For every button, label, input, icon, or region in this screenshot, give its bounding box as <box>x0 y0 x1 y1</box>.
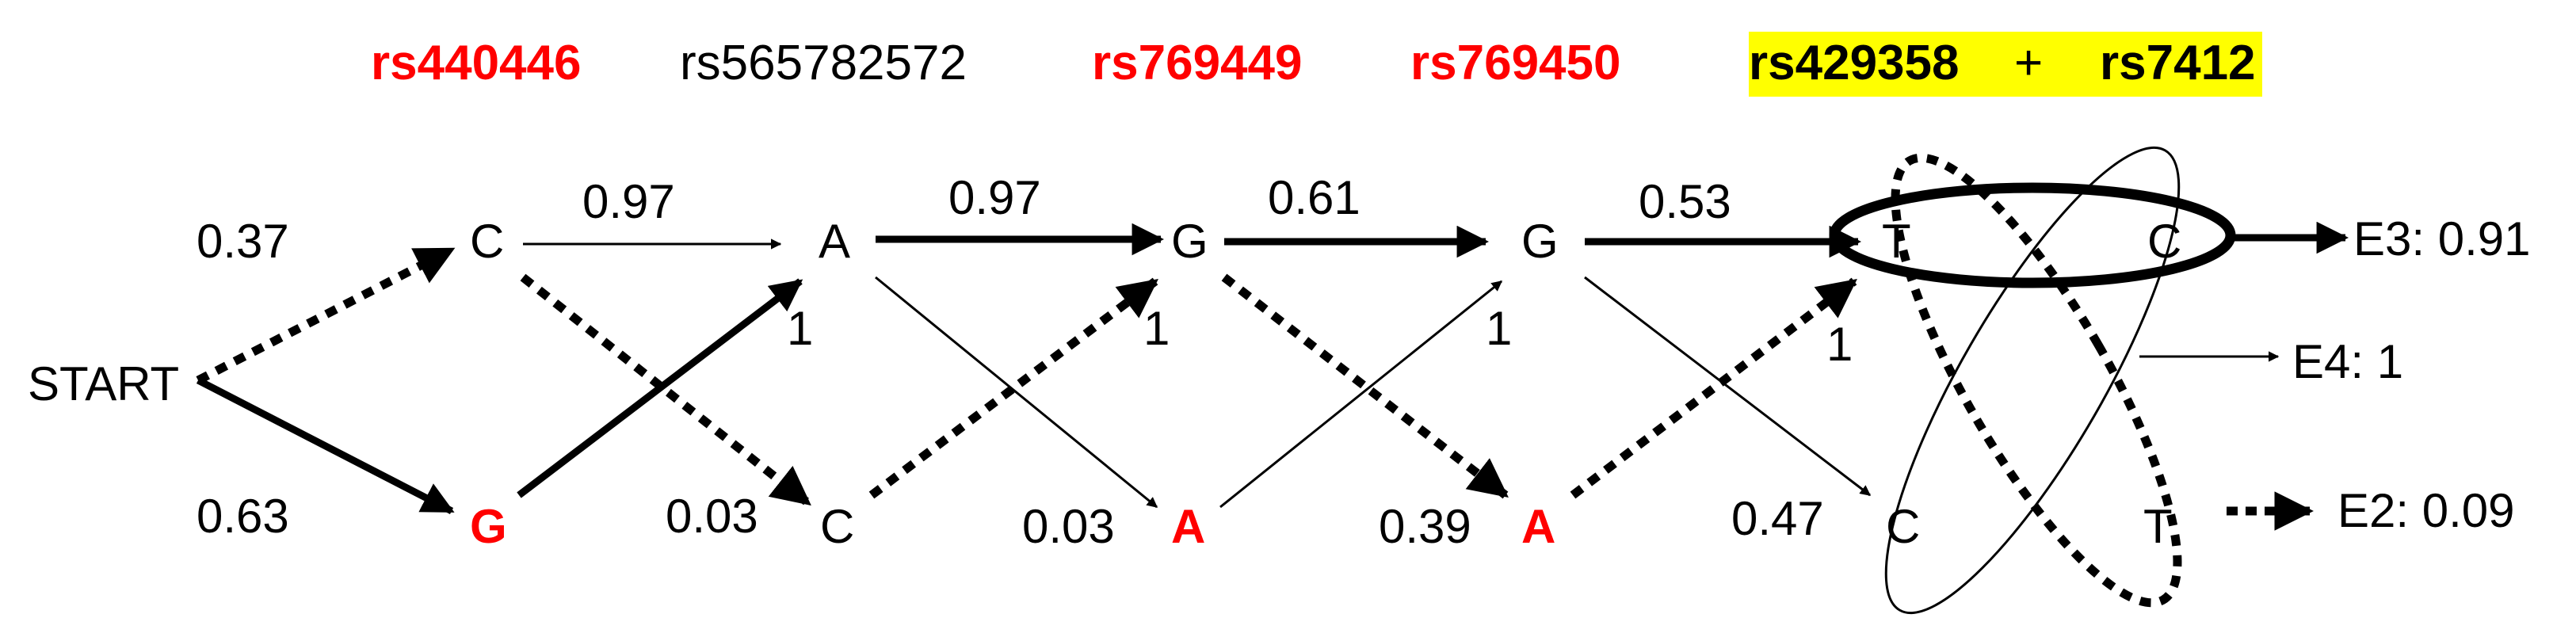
snp-rs565782572: rs565782572 <box>680 36 967 90</box>
prob-g-a: 1 <box>787 302 813 355</box>
edge-g-c <box>1584 276 1872 497</box>
prob-a-t: 1 <box>1826 318 1853 371</box>
prob-a-a: 0.03 <box>1022 500 1115 553</box>
prob-a-g4: 1 <box>1486 302 1512 355</box>
prob-c-g: 1 <box>1143 302 1170 355</box>
prob-g-a3: 0.39 <box>1379 500 1471 553</box>
snp-rs440446: rs440446 <box>371 36 582 90</box>
edge-g-a3 <box>1221 273 1509 499</box>
node-t-top: T <box>1882 215 1911 268</box>
haplotype-ellipse-e2 <box>1891 153 2182 608</box>
prob-g-g: 0.61 <box>1268 171 1361 224</box>
node-t-bottom-6: T <box>2143 500 2173 553</box>
highlight-box <box>1749 32 2262 97</box>
node-c-bottom: C <box>820 500 854 553</box>
node-c-bottom-5: C <box>1886 500 1920 553</box>
snp-rs429358: rs429358 <box>1749 36 1960 90</box>
edge-start-c <box>196 246 456 384</box>
prob-c-a: 0.97 <box>582 175 675 228</box>
prob-g-t: 0.53 <box>1639 175 1731 228</box>
prob-g-c: 0.47 <box>1731 492 1824 545</box>
edge-a-t <box>1570 277 1857 499</box>
outcome-e2: E2: 0.09 <box>2337 484 2515 537</box>
edge-c-g <box>868 277 1158 499</box>
edge-a-g4 <box>1219 280 1503 509</box>
outcome-e4: E4: 1 <box>2292 335 2403 388</box>
prob-c-c: 0.03 <box>666 490 758 543</box>
edge-a-a <box>875 276 1158 509</box>
node-a-bottom-4: A <box>1521 500 1555 553</box>
edge-start-g <box>196 377 455 514</box>
outcome-e3: E3: 0.91 <box>2353 212 2531 265</box>
node-a-bottom-3: A <box>1171 500 1205 553</box>
haplotype-ellipse-e4 <box>1884 146 2181 615</box>
node-c-top: C <box>470 215 504 268</box>
node-start: START <box>28 357 179 410</box>
prob-start-g: 0.63 <box>197 490 289 543</box>
snp-rs7412: rs7412 <box>2100 36 2256 90</box>
prob-a-g: 0.97 <box>948 171 1041 224</box>
node-c-top-6: C <box>2147 215 2181 268</box>
edge-g-a <box>517 278 803 498</box>
snp-rs769450: rs769450 <box>1410 36 1621 90</box>
prob-start-c: 0.37 <box>197 215 289 268</box>
node-g-top-4: G <box>1521 215 1559 268</box>
node-a-top: A <box>819 215 850 268</box>
node-g-bottom: G <box>470 500 507 553</box>
plus-sign: + <box>2014 36 2043 90</box>
node-g-top-3: G <box>1171 215 1208 268</box>
snp-rs769449: rs769449 <box>1092 36 1303 90</box>
